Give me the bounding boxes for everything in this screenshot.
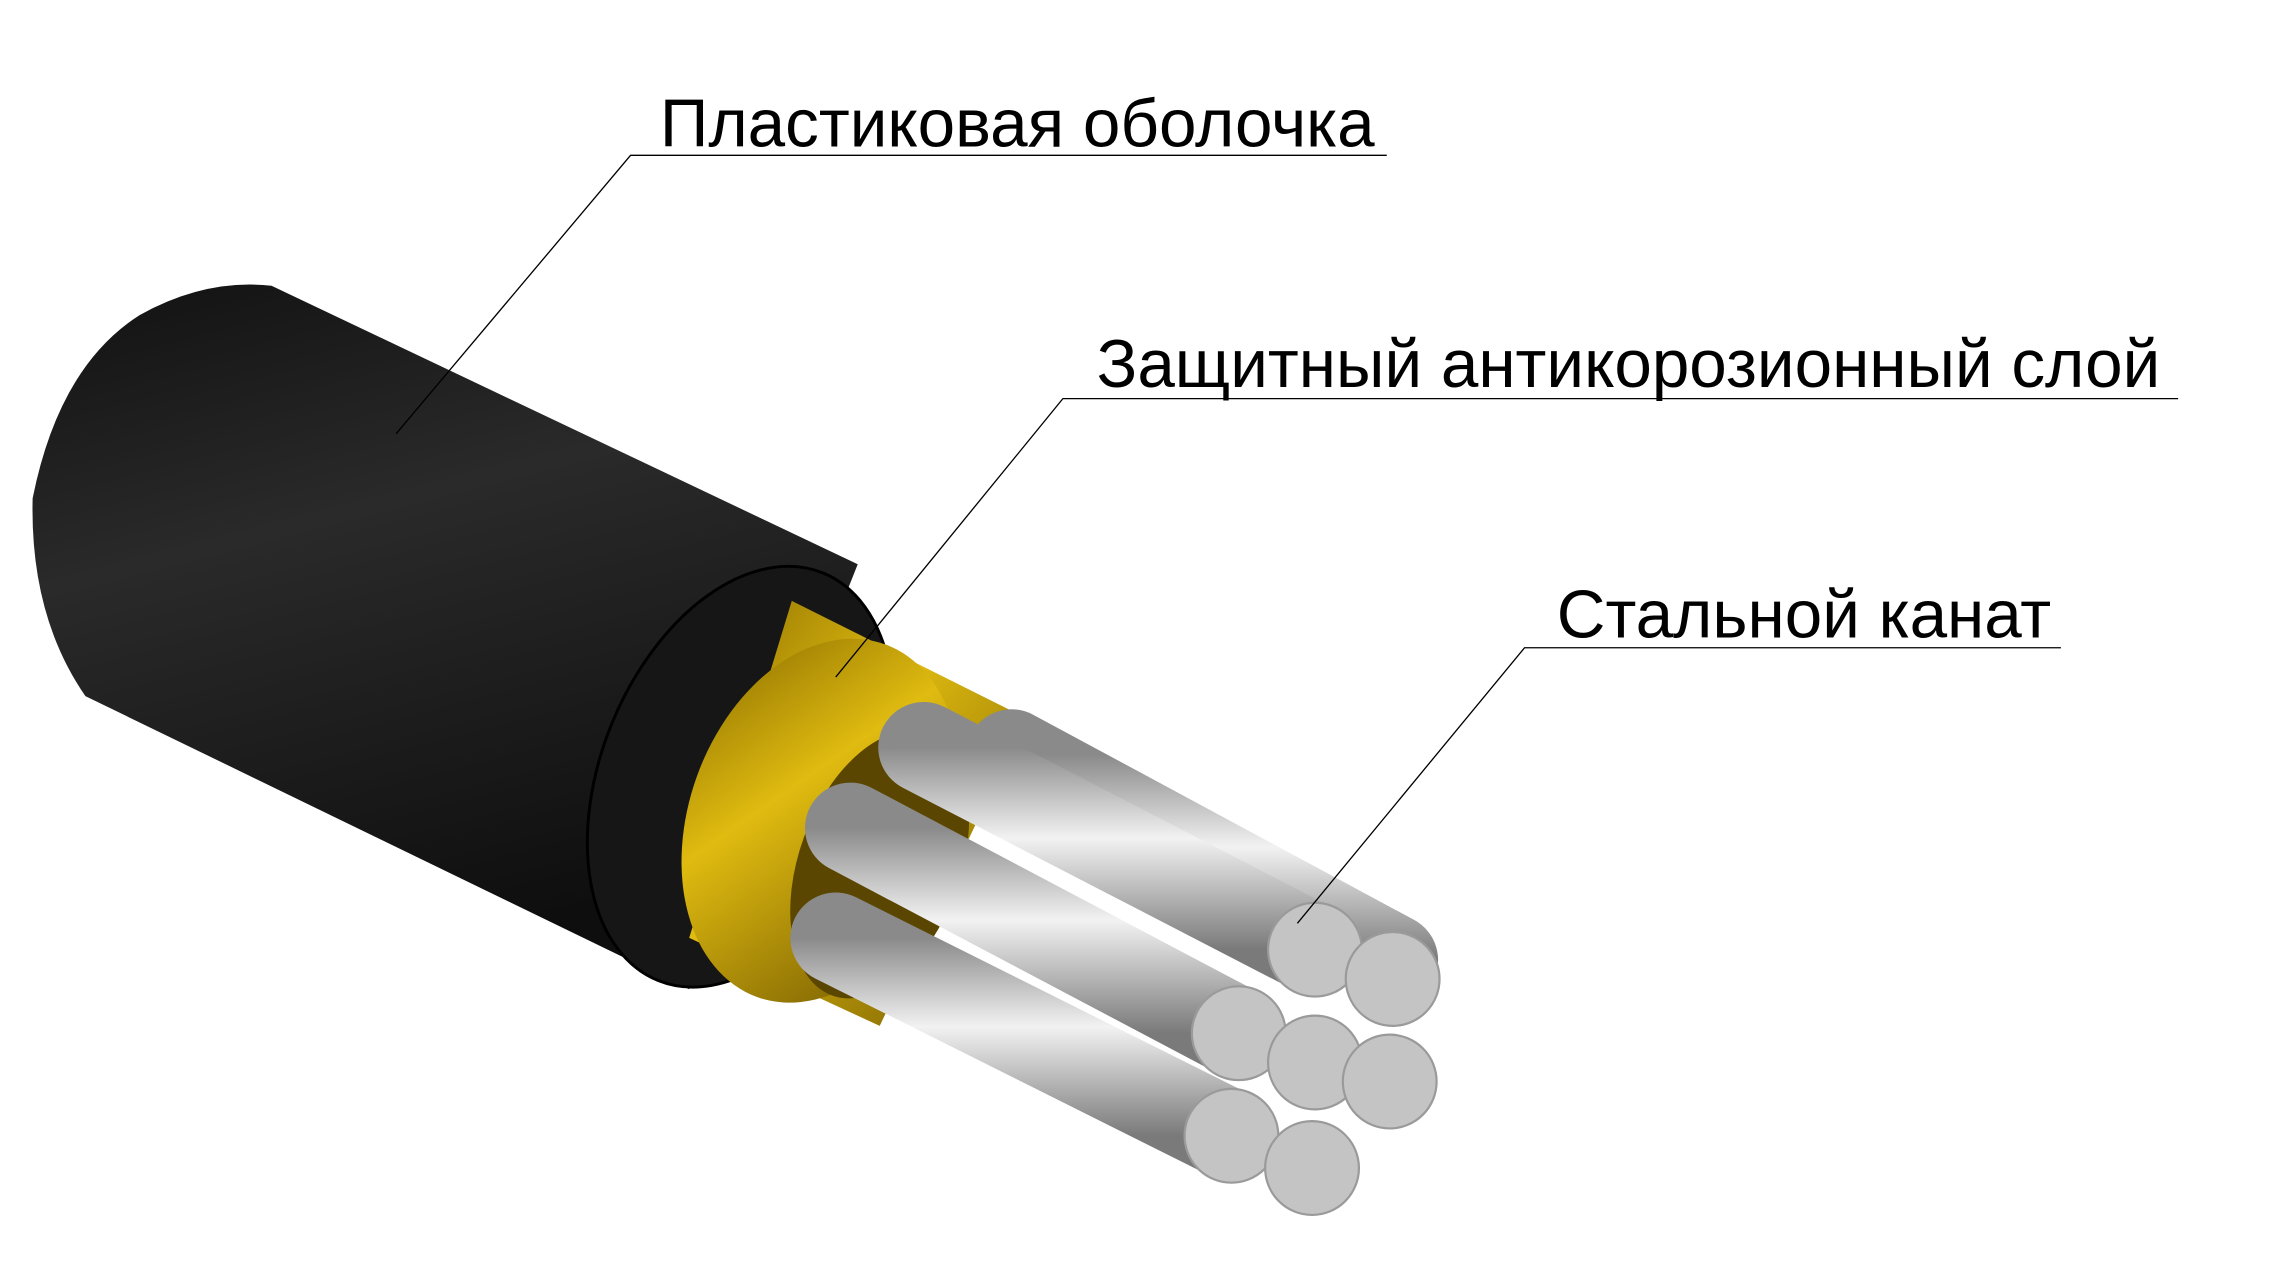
leader-line <box>1296 647 2061 924</box>
leader-line <box>395 154 1387 435</box>
leader-line <box>835 397 2179 678</box>
label-anticorrosion-layer: Защитный антикорозионный слой <box>835 327 2179 678</box>
steel-rope <box>790 701 1441 1217</box>
label-plastic-jacket: Пластиковая оболочка <box>395 87 1387 435</box>
label-text: Стальной канат <box>1557 578 2051 653</box>
label-text: Пластиковая оболочка <box>660 87 1375 162</box>
label-text: Защитный антикорозионный слой <box>1097 327 2161 402</box>
label-steel-rope: Стальной канат <box>1296 578 2061 924</box>
